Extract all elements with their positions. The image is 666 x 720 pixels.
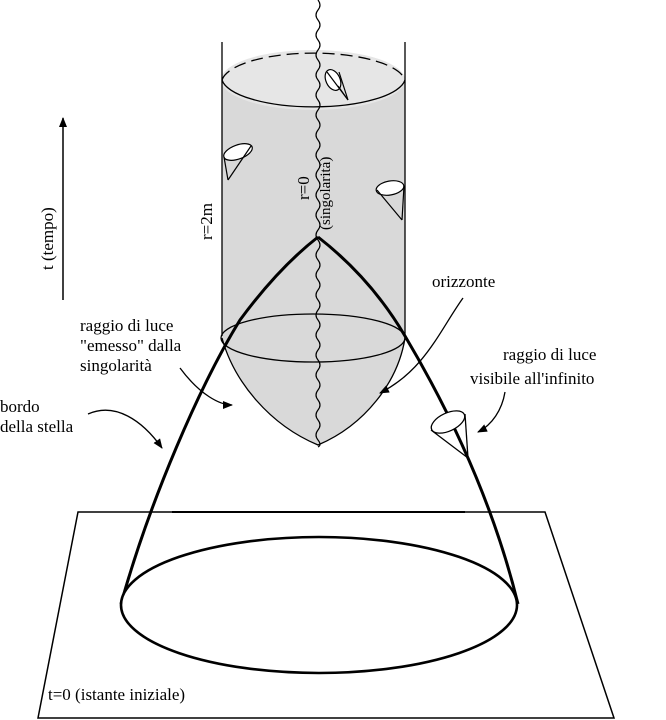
cylinder-top-rim-back <box>221 52 406 81</box>
trapped-region <box>222 80 405 445</box>
light-cone-top <box>324 69 349 101</box>
light-cone-left-wall <box>223 143 253 181</box>
light-cone-star-surface <box>430 410 469 459</box>
time-axis-label: t (tempo) <box>38 207 57 270</box>
star-edge-label-line1: bordo <box>0 397 40 416</box>
horizon-bowl <box>221 337 406 446</box>
visible-ray-label-line1: raggio di luce <box>503 345 596 364</box>
cylinder-top-ellipse <box>221 50 405 110</box>
star-edge-pointer-arrow <box>87 409 163 449</box>
visible-ray-label-line2: visibile all'infinito <box>470 369 594 388</box>
horizon-pointer-arrow <box>379 297 464 394</box>
star-boundary-right <box>317 235 520 605</box>
cylinder-top-rim-front <box>221 79 406 108</box>
star-edge-label-line2: della stella <box>0 417 74 436</box>
emitted-ray-label-line2: "emesso" dalla <box>80 336 182 355</box>
horizon-label: orizzonte <box>432 272 495 291</box>
emitted-ray-label-line3: singolarità <box>80 356 152 375</box>
star-base-ellipse <box>119 535 519 675</box>
star-boundary-left <box>119 235 319 605</box>
initial-instant-label: t=0 (istante iniziale) <box>48 685 185 704</box>
r-2m-label: r=2m <box>197 203 216 240</box>
visible-ray-pointer-arrow <box>477 391 506 433</box>
light-cone-right-wall <box>375 180 405 221</box>
emitted-ray-label-line1: raggio di luce <box>80 316 173 335</box>
r-0-label: r=0 <box>294 176 313 200</box>
emitted-ray-pointer-arrow <box>179 367 233 409</box>
singularity-line <box>315 0 321 448</box>
singularity-label: (singolarità) <box>318 157 334 230</box>
